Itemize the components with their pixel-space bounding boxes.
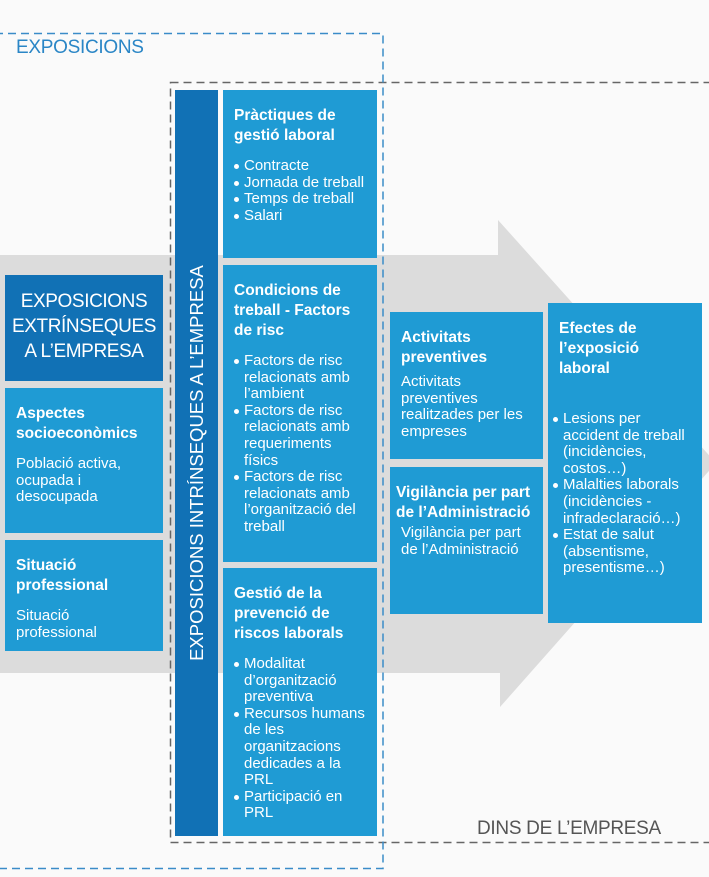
aspectes-box: Aspectes socioeconòmics Població activa,… [5, 388, 163, 533]
situacio-box: Situació professional Situació professio… [5, 540, 163, 651]
box-text: Vigilància per part de l’Administració [401, 524, 521, 558]
list-item: Lesions per accident de treball (incidèn… [553, 410, 692, 477]
extrinseques-header: EXPOSICIONS EXTRÍNSEQUES A L’EMPRESA [5, 275, 163, 381]
box-text: Situació professional [16, 607, 97, 641]
list-item: Modalitat d’organització preventiva [234, 655, 367, 706]
condicions-box: Condicions de treball - Factors de risc … [223, 265, 377, 562]
box-title: Pràctiques de gestió laboral [234, 107, 336, 144]
intrinseques-label: EXPOSICIONS INTRÍNSEQUES A L’EMPRESA [185, 265, 207, 661]
list-item: Jornada de treball [234, 174, 367, 192]
gestio-prevencio-box: Gestió de la prevenció de riscos laboral… [223, 568, 377, 836]
list-item: Recursos humans de les organitzacions de… [234, 705, 367, 789]
box-title: Vigilància per part de l’Administració [396, 484, 531, 521]
dins-empresa-label: DINS DE L’EMPRESA [477, 818, 661, 839]
list-item: Factors de risc relacionats amb l’ambien… [234, 352, 367, 403]
list-item: Salari [234, 207, 367, 225]
dins-empresa-boundary [169, 81, 709, 844]
efectes-box: Efectes de l’exposició laboral Lesions p… [548, 303, 702, 623]
box-title: Efectes de l’exposició laboral [559, 320, 640, 377]
list-item: Participació en PRL [234, 788, 367, 822]
box-text: Activitats preventives realitzades per l… [401, 373, 523, 440]
box-title: Gestió de la prevenció de riscos laboral… [234, 585, 344, 642]
list-item: Temps de treball [234, 191, 367, 208]
box-title: Aspectes socioeconòmics [16, 405, 138, 442]
list-item: Malalties laborals (incidències - infrad… [553, 477, 692, 527]
activitats-box: Activitats preventives Activitats preven… [390, 312, 543, 459]
list-item: Estat de salut (absentisme, presentisme…… [553, 526, 692, 577]
list-item: Contracte [234, 157, 367, 175]
exposicions-boundary [0, 32, 384, 870]
box-text: Població activa, ocupada i desocupada [16, 455, 122, 506]
box-title: Situació professional [16, 557, 109, 594]
list-item: Factors de risc relacionats amb l’organi… [234, 468, 367, 535]
box-title: Condicions de treball - Factors de risc [234, 282, 351, 339]
box-title: Activitats preventives [401, 329, 488, 366]
vigilancia-box: Vigilància per part de l’Administració V… [390, 467, 543, 614]
exposicions-label: EXPOSICIONS [16, 37, 144, 58]
list-item: Factors de risc relacionats amb requerim… [234, 402, 367, 469]
intrinseques-bar: EXPOSICIONS INTRÍNSEQUES A L’EMPRESA [175, 90, 218, 836]
